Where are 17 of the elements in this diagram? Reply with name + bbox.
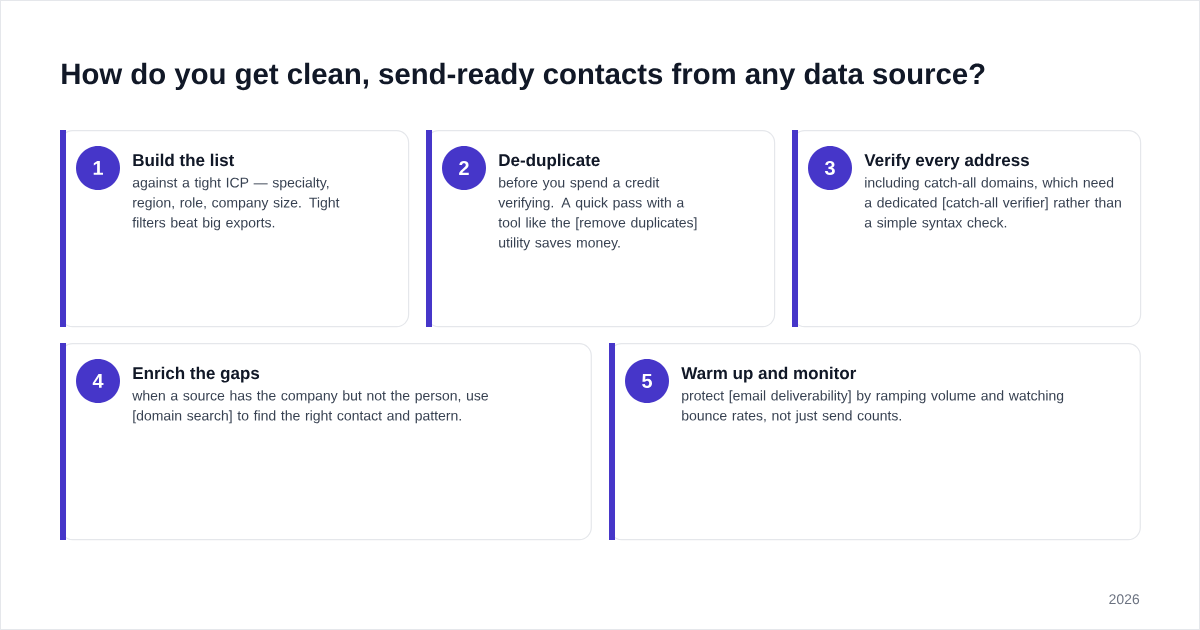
number-badge: 4 (76, 359, 120, 403)
year-label: 2026 (1109, 594, 1140, 605)
card-heading: De-duplicate (499, 153, 600, 170)
card-text: when a source has the company but not the person, use [domain search] to find the right contact and pattern. (132, 390, 488, 424)
card-heading: Warm up and monitor (681, 366, 857, 383)
card-text: protect [email deliverability] by ramping volume and watching bounce rates, not just send counts. (682, 390, 1064, 424)
number-badge: 1 (76, 146, 120, 190)
card-text: against a tight ICP — specialty, region, role, company size. Tight filters beat big exports. (132, 177, 340, 231)
number-badge: 3 (808, 146, 852, 190)
card-heading: Enrich the gaps (133, 366, 260, 383)
number-badge: 2 (442, 146, 486, 190)
card-text: including catch-all domains, which need a dedicated [catch-all verifier] rather than a simple syntax check. (864, 177, 1121, 231)
number-badge: 5 (625, 359, 669, 403)
card-text: before you spend a credit verifying. A quick pass with a tool like the [remove duplicates] utility saves money. (498, 177, 697, 251)
card-heading: Verify every address (864, 153, 1029, 170)
card-heading: Build the list (133, 153, 235, 167)
title: How do you get clean, send-ready contacts from any data source? (62, 62, 985, 91)
